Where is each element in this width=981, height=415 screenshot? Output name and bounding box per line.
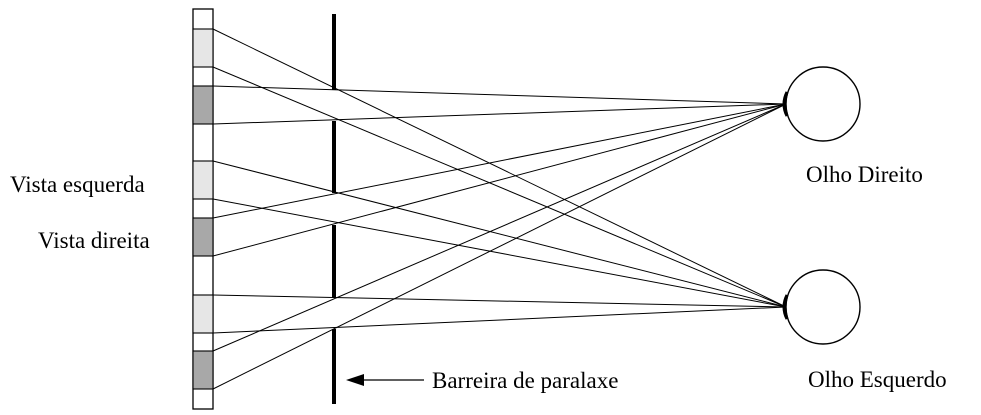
right-view-pixel	[192, 217, 214, 257]
light-rays	[212, 28, 787, 390]
light-ray	[212, 103, 787, 219]
light-ray	[212, 198, 787, 308]
left-view-pixel	[192, 294, 214, 334]
left-eye-label: Olho Esquerdo	[808, 367, 947, 392]
right-eye-label: Olho Direito	[806, 162, 923, 187]
left-view-pixel	[192, 160, 214, 200]
light-ray	[212, 103, 787, 257]
right-eye-pupil	[782, 91, 789, 117]
left-view-pixel	[192, 28, 214, 68]
light-ray	[212, 103, 787, 352]
light-ray	[212, 306, 787, 334]
display-panel	[192, 8, 214, 410]
arrow-head	[346, 374, 364, 386]
light-ray	[212, 85, 787, 105]
left-eye	[782, 269, 861, 345]
light-ray	[212, 160, 787, 308]
pixel-cells	[192, 28, 214, 390]
display-panel-frame	[192, 8, 214, 410]
right-view-label: Vista direita	[38, 228, 150, 253]
right-eye-circle	[785, 66, 861, 142]
light-ray	[212, 66, 787, 308]
light-ray	[212, 28, 787, 308]
right-eye	[782, 66, 861, 142]
barrier-label: Barreira de paralaxe	[432, 368, 618, 393]
barrier-pointer-arrow	[346, 374, 424, 386]
right-view-pixel	[192, 85, 214, 125]
light-ray	[212, 103, 787, 390]
left-view-label: Vista esquerda	[10, 172, 145, 197]
light-ray	[212, 294, 787, 308]
left-eye-circle	[785, 269, 861, 345]
light-ray	[212, 103, 787, 125]
left-eye-pupil	[782, 294, 789, 320]
right-view-pixel	[192, 350, 214, 390]
